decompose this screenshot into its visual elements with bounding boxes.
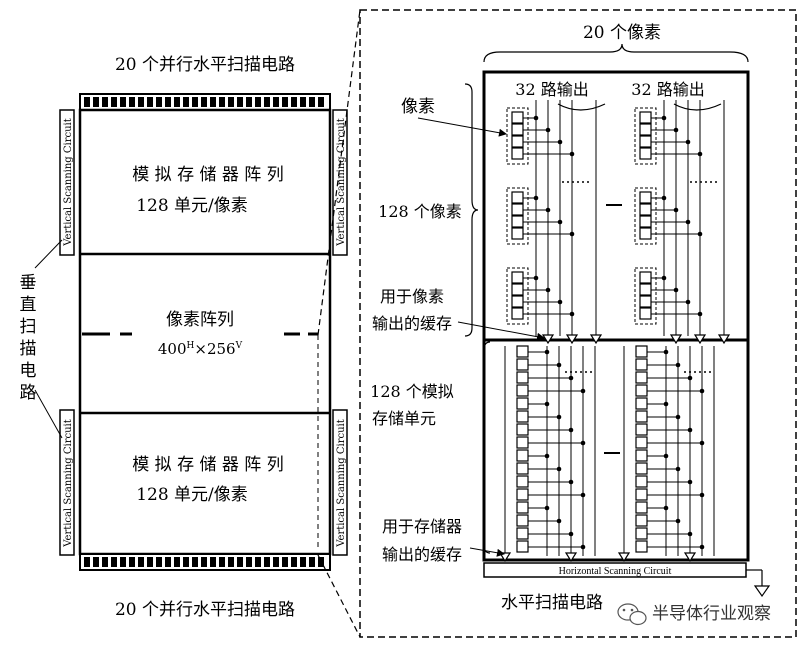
storage-bottom-title: 模 拟 存 储 器 阵 列 [132, 455, 283, 475]
output-left-label: 32 路输出 [515, 80, 588, 99]
output-right-label: 32 路输出 [631, 80, 704, 99]
svg-text:Vertical Scanning Circuit: Vertical Scanning Circuit [336, 419, 347, 548]
left-bottom-label: 20 个并行水平扫描电路 [115, 600, 295, 620]
analog-cells-line2: 存储单元 [372, 409, 436, 428]
svg-text:Vertical Scanning Circuit: Vertical Scanning Circuit [336, 118, 347, 247]
zoom-dashed-frame [359, 9, 797, 638]
vertical-circuit-right-bottom: Vertical Scanning Circuit [332, 409, 348, 556]
horizontal-scan-label: 水平扫描电路 [501, 593, 603, 613]
pixel-array-size: 400H×256V [158, 340, 243, 358]
chip-frame [482, 70, 750, 562]
watermark-text: 半导体行业观察 [652, 604, 771, 624]
bottom-horizontal-circuit-strip [79, 553, 331, 571]
horizontal-scanning-circuit: Horizontal Scanning Circuit [483, 562, 747, 578]
svg-text:Horizontal Scanning Circuit: Horizontal Scanning Circuit [559, 566, 672, 577]
storage-bottom-cells: 128 单元/像素 [136, 485, 248, 505]
left-panel: 20 个并行水平扫描电路 20 个并行水平扫描电路 Vertical Scann… [20, 9, 361, 638]
pixel-buffer-line1: 用于像素 [380, 287, 444, 306]
storage-top-cells: 128 单元/像素 [136, 196, 248, 216]
twenty-pixels-label: 20 个像素 [583, 23, 661, 43]
pixel-buffer-line2: 输出的缓存 [372, 314, 452, 333]
wechat-icon [617, 603, 647, 626]
vertical-circuit-right-top: Vertical Scanning Circuit [332, 109, 348, 256]
memory-buffer-line1: 用于存储器 [382, 517, 462, 536]
svg-text:Vertical Scanning Circuit: Vertical Scanning Circuit [63, 118, 74, 247]
schematic-lines [498, 100, 731, 563]
svg-text:垂直扫描电路: 垂直扫描电路 [20, 273, 37, 403]
memory-buffer-line2: 输出的缓存 [382, 545, 462, 564]
analog-cells-line1: 128 个模拟 [370, 382, 454, 401]
vertical-circuit-left-top: Vertical Scanning Circuit [59, 109, 75, 256]
storage-top-title: 模 拟 存 储 器 阵 列 [132, 165, 283, 185]
top-horizontal-circuit-strip [79, 93, 331, 111]
pixels-128-label: 128 个像素 [378, 202, 462, 221]
watermark: 半导体行业观察 [617, 603, 771, 626]
svg-text:Vertical Scanning Circuit: Vertical Scanning Circuit [63, 419, 74, 548]
pixel-label: 像素 [401, 97, 435, 117]
right-panel: 20 个像素 32 路输出 32 路输出 像素 128 个像素 用于像素 输出的… [359, 9, 797, 638]
pixel-array-title: 像素阵列 [166, 310, 234, 330]
left-top-label: 20 个并行水平扫描电路 [115, 55, 295, 75]
vertical-scan-side-label: 垂直扫描电路 [20, 239, 63, 439]
vertical-circuit-left-bottom: Vertical Scanning Circuit [59, 409, 75, 556]
